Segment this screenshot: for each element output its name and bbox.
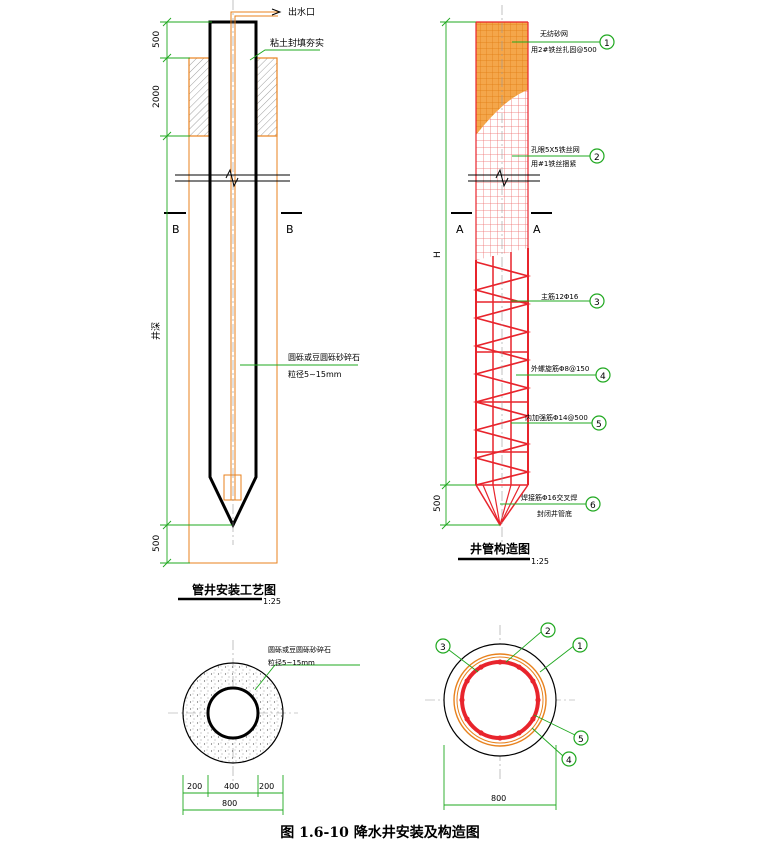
main-bar [459, 697, 465, 703]
right-elevation: A A H 500 [433, 5, 615, 566]
callout-3-line1: 主筋12Φ16 [541, 292, 579, 301]
plan-dim-200-right: 200 [259, 782, 274, 791]
dim-500-bottom: 500 [152, 535, 162, 552]
right-title: 井管构造图 [470, 541, 530, 556]
left-title: 管井安装工艺图 [192, 582, 276, 597]
callout-num-4: 4 [600, 372, 606, 382]
filter-label-1: 圆砾或豆圆砾砂碎石 [288, 352, 360, 362]
callout-4-line1: 外螺旋筋Φ8@150 [531, 364, 589, 373]
right-scale: 1:25 [531, 557, 549, 566]
callout-num-3: 3 [594, 298, 600, 308]
main-bar [516, 730, 522, 736]
plan-num-4: 4 [566, 756, 572, 766]
clay-seal-left [188, 57, 210, 137]
section-label-b-right: B [286, 223, 294, 236]
pump [223, 474, 242, 501]
plan-circle-2 [540, 622, 556, 638]
main-bar [497, 735, 503, 741]
main-bar [516, 664, 522, 670]
plan-circle-5 [573, 730, 589, 746]
outlet-label: 出水口 [288, 6, 315, 18]
callout-circle-4 [595, 367, 611, 383]
section-label-b-left: B [172, 223, 180, 236]
plan-circle-4 [561, 751, 577, 767]
section-label-a-right: A [533, 223, 541, 236]
plan-right-sand-net [453, 653, 547, 747]
plan-dim-400: 400 [224, 782, 239, 791]
callout-circle-3 [589, 293, 605, 309]
clay-seal-right [256, 57, 278, 137]
section-label-a-left: A [456, 223, 464, 236]
callout-num-2: 2 [594, 153, 600, 163]
break-zigzag [225, 168, 239, 188]
figure-caption: 图 1.6-10 降水井安装及构造图 [280, 825, 480, 841]
callout-6-line2: 封闭井管底 [537, 509, 572, 518]
plan-left-pipe [206, 686, 260, 740]
backfill-label: 粘土封填夯实 [270, 37, 324, 49]
plan-num-5: 5 [578, 735, 584, 745]
dim-well-depth: 井深 [150, 322, 162, 340]
plan-right-main-bars [459, 659, 541, 741]
left-leaders [240, 49, 358, 366]
plan-right-dim-800: 800 [491, 794, 506, 803]
main-bar [464, 716, 470, 722]
plan-right-wire-net [456, 656, 544, 744]
spiral-stirrup [472, 261, 532, 486]
main-bar [464, 678, 470, 684]
right-dimension [440, 17, 500, 530]
plan-left-dims [182, 775, 284, 815]
callout-6-line1: 焊接筋Φ16交叉焊 [521, 493, 577, 502]
callout-num-1: 1 [604, 39, 610, 49]
left-elevation: B B 500 2000 井深 500 出水口 粘土封填夯实 圆砾或豆圆砾砂碎石 [150, 0, 360, 606]
callout-circles [585, 34, 615, 512]
dim-h: H [433, 251, 443, 258]
plan-filter-2: 粒径5~15mm [268, 658, 315, 667]
plan-dim-200-left: 200 [187, 782, 202, 791]
dim-500-right: 500 [433, 495, 443, 512]
plan-dim-800: 800 [222, 799, 237, 808]
main-bar [478, 664, 484, 670]
callout-num-5: 5 [596, 420, 602, 430]
callout-circle-6 [585, 496, 601, 512]
plan-num-2: 2 [545, 627, 551, 637]
plan-circle-1 [572, 637, 588, 653]
plan-left-leader [254, 664, 360, 691]
plan-circle-3 [435, 638, 451, 654]
plan-num-3: 3 [440, 643, 446, 653]
dim-2000: 2000 [152, 85, 162, 108]
outlet-tube [230, 11, 278, 500]
callout-circle-5 [591, 415, 607, 431]
outlet-arrow [271, 8, 282, 16]
callout-circle-2 [589, 148, 605, 164]
filter-label-2: 粒径5~15mm [288, 369, 342, 379]
plan-left: 圆砾或豆圆砾砂碎石 粒径5~15mm 200 400 200 800 [168, 640, 360, 815]
main-bar [535, 697, 541, 703]
left-dimension [160, 17, 232, 568]
left-scale: 1:25 [263, 597, 281, 606]
callout-circle-1 [599, 34, 615, 50]
plan-right-dim [443, 745, 557, 810]
main-bar [478, 730, 484, 736]
callout-2-line1: 孔眼5X5铁丝网 [531, 145, 580, 154]
plan-filter-1: 圆砾或豆圆砾砂碎石 [268, 645, 331, 654]
callout-5-line1: 内加强筋Φ14@500 [525, 413, 588, 422]
main-bar [497, 659, 503, 665]
main-bar [530, 716, 536, 722]
plan-right-leaders [448, 631, 576, 757]
callout-2-line2: 用#1铁丝捆紧 [531, 159, 576, 168]
main-bar [530, 678, 536, 684]
callout-leaders [500, 41, 600, 505]
callout-num-6: 6 [590, 501, 596, 511]
plan-right-circles [435, 622, 589, 767]
callout-1-line1: 无纺砂网 [540, 29, 568, 38]
plan-right: 3 2 1 5 4 800 [425, 622, 589, 810]
dim-500-top: 500 [152, 31, 162, 48]
callout-1-line2: 用2#铁丝扎固@500 [531, 45, 597, 54]
right-break-zigzag [495, 168, 509, 188]
plan-num-1: 1 [577, 642, 583, 652]
